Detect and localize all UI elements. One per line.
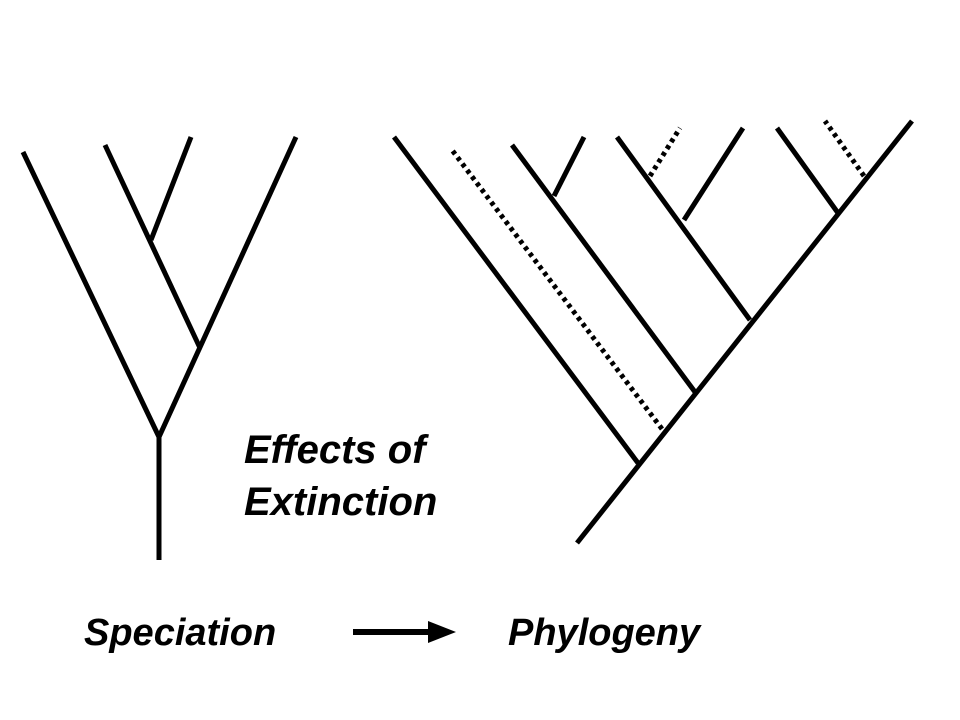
arrow-head: [428, 621, 456, 643]
phylogeny-label: Phylogeny: [508, 612, 701, 654]
phylogeny-branch-1: [391, 135, 641, 465]
extinction-title-line1: Effects of: [244, 428, 426, 472]
phylogeny-branch-2-sub: [551, 135, 587, 198]
speciation-label: Speciation: [84, 612, 277, 654]
phylogeny-branch-2: [509, 143, 698, 394]
speciation-branch-outer-left: [20, 150, 162, 439]
arrow-icon: [353, 621, 456, 643]
phylogeny-extinct-branch-3: [822, 119, 867, 178]
extinction-title-line2: Extinction: [244, 480, 438, 524]
phylogeny-branch-3: [614, 135, 753, 322]
phylogeny-branch-3-sub: [681, 126, 746, 222]
speciation-branch-short: [148, 136, 194, 241]
phylogeny-trunk-spine: [575, 119, 914, 545]
phylogeny-tree: [391, 119, 914, 545]
speciation-tree: [20, 135, 299, 560]
speciation-branch-right: [156, 135, 299, 439]
phylogeny-extinct-branch-2: [647, 126, 683, 178]
speciation-branch-inner-left: [102, 143, 203, 350]
extinction-title: Effects of Extinction: [244, 424, 437, 528]
phylogeny-extinct-branch-1: [450, 148, 664, 431]
phylogeny-branch-4: [774, 126, 841, 215]
